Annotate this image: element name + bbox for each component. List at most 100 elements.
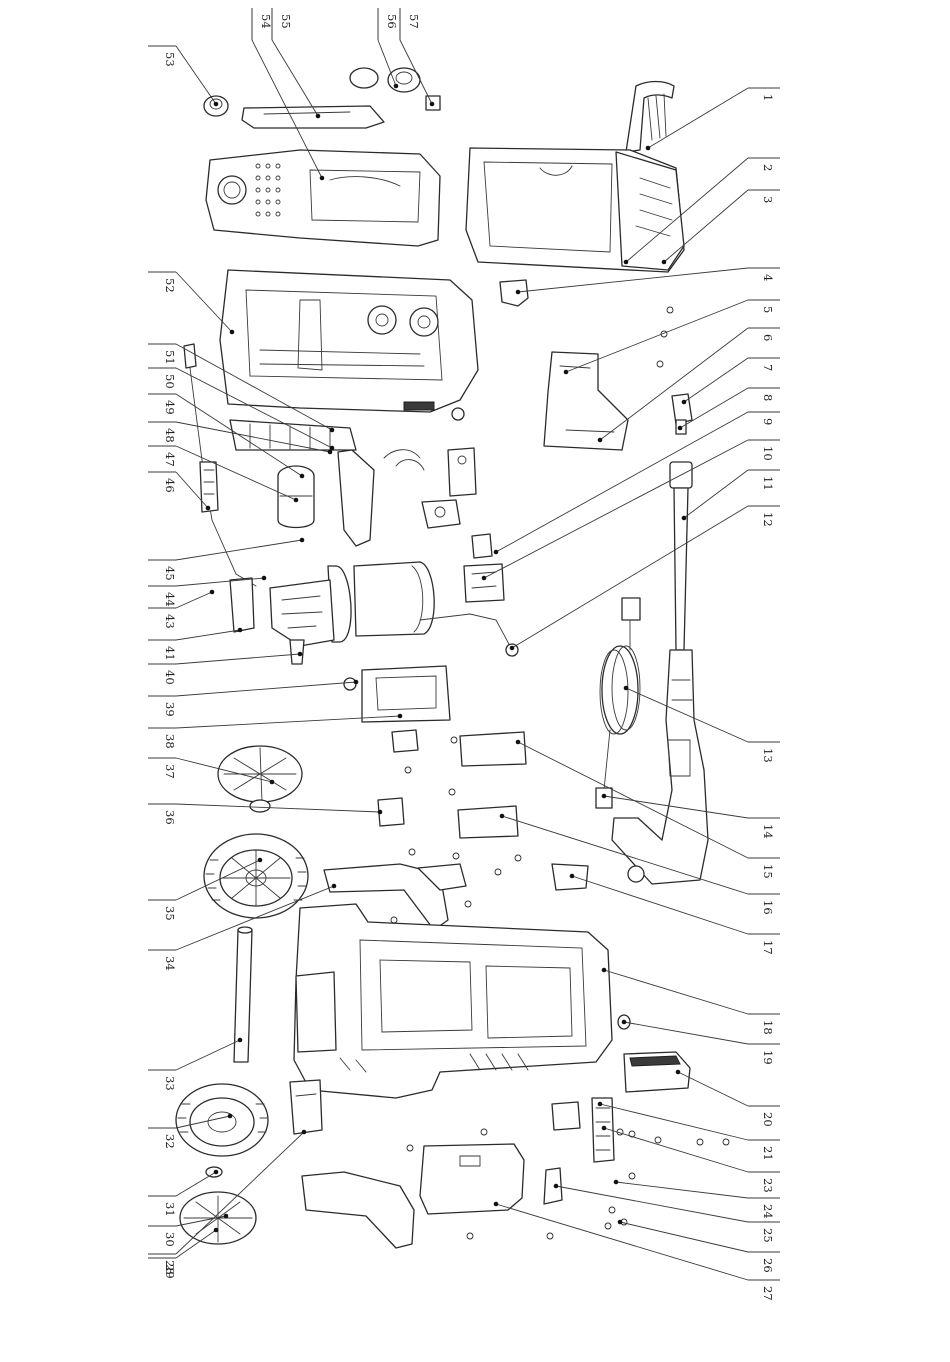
leader-line: [556, 1186, 748, 1222]
leader-dot: [494, 1202, 499, 1207]
leader-dot: [332, 884, 337, 889]
part-number: 16: [761, 900, 775, 915]
callout-23: 23: [602, 1126, 780, 1193]
callout-13: 13: [624, 686, 780, 763]
leader-line: [566, 300, 748, 372]
leader-line: [176, 46, 216, 104]
leader-dot: [564, 370, 569, 375]
part-number: 18: [761, 1020, 775, 1035]
part-number: 5: [761, 306, 775, 313]
callout-53: 53: [148, 46, 218, 106]
part-number: 21: [761, 1146, 775, 1161]
part-number: 9: [761, 418, 775, 425]
part-latch: [544, 1168, 562, 1204]
callout-33: 33: [148, 1038, 242, 1091]
part-number: 31: [163, 1202, 177, 1217]
leader-dot: [394, 84, 399, 89]
leader-dot: [614, 1180, 619, 1185]
leader-line: [176, 682, 356, 696]
part-number: 17: [761, 940, 775, 955]
leader-line: [616, 1182, 748, 1198]
part-number: 6: [761, 334, 775, 341]
leader-line: [684, 358, 748, 402]
leader-dot: [598, 1102, 603, 1107]
part-number: 7: [761, 364, 775, 371]
leader-dot: [622, 1020, 627, 1025]
part-number: 24: [761, 1204, 775, 1219]
callout-17: 17: [570, 874, 780, 955]
part-number: 15: [761, 864, 775, 879]
part-number: 50: [163, 374, 177, 389]
callout-47: 47: [148, 446, 298, 502]
leader-dot: [262, 576, 267, 581]
leader-dot: [678, 426, 683, 431]
callout-26: 26: [618, 1220, 780, 1273]
callout-29: 29: [148, 1228, 218, 1279]
part-top-cover: [206, 150, 440, 246]
leader-dot: [224, 1214, 229, 1219]
leader-dot: [294, 498, 299, 503]
leader-line: [176, 272, 232, 332]
leader-line: [678, 1072, 748, 1106]
leader-dot: [228, 1114, 233, 1119]
leader-dot: [300, 474, 305, 479]
part-number: 30: [163, 1232, 177, 1247]
part-tank: [420, 1144, 524, 1214]
part-upper-shell: [220, 270, 478, 420]
part-number: 3: [761, 196, 775, 203]
callout-25: 25: [554, 1184, 780, 1243]
part-number: 47: [163, 452, 177, 467]
part-trim-strip: [242, 106, 384, 128]
leader-line: [484, 440, 748, 578]
leader-dot: [270, 780, 275, 785]
leader-dot: [570, 874, 575, 879]
leader-dot: [662, 260, 667, 265]
leader-dot: [624, 686, 629, 691]
callout-9: 9: [494, 412, 780, 554]
leader-line: [600, 328, 748, 440]
leader-dot: [354, 680, 359, 685]
leader-line: [176, 1040, 240, 1070]
part-number: 35: [163, 906, 177, 921]
leader-line: [176, 654, 300, 664]
leader-line: [272, 40, 318, 116]
leader-dot: [258, 858, 263, 863]
part-front-wheel: [176, 1084, 268, 1156]
leader-dot: [330, 428, 335, 433]
part-number: 27: [761, 1286, 775, 1301]
part-number: 28: [163, 1260, 177, 1275]
part-number: 38: [163, 734, 177, 749]
leader-dot: [646, 146, 651, 151]
part-number: 41: [163, 646, 177, 661]
leader-dot: [602, 1126, 607, 1131]
leader-dot: [328, 450, 333, 455]
part-side-bracket: [290, 1080, 322, 1134]
leader-dot: [298, 652, 303, 657]
leader-dot: [482, 576, 487, 581]
leader-dot: [206, 506, 211, 511]
leader-dot: [300, 538, 305, 543]
leader-dot: [682, 516, 687, 521]
part-bracket: [544, 352, 628, 450]
leader-dot: [302, 1130, 307, 1135]
part-number: 26: [761, 1258, 775, 1273]
leader-dot: [230, 330, 235, 335]
leader-line: [176, 630, 240, 640]
leader-dot: [210, 590, 215, 595]
part-front-foot: [302, 1172, 414, 1248]
leader-dot: [330, 446, 335, 451]
callout-20: 20: [676, 1070, 780, 1127]
leader-line: [648, 88, 748, 148]
leader-dot: [398, 714, 403, 719]
leader-dot: [618, 1220, 623, 1225]
leader-dot: [214, 102, 219, 107]
callout-27: 27: [494, 1202, 780, 1301]
part-number: 56: [385, 14, 399, 29]
leader-line: [176, 804, 380, 812]
callout-12: 12: [510, 506, 780, 650]
part-number: 52: [163, 278, 177, 293]
leader-dot: [430, 102, 435, 107]
part-clip: [500, 280, 528, 306]
leader-line: [684, 470, 748, 518]
leader-line: [378, 40, 396, 86]
